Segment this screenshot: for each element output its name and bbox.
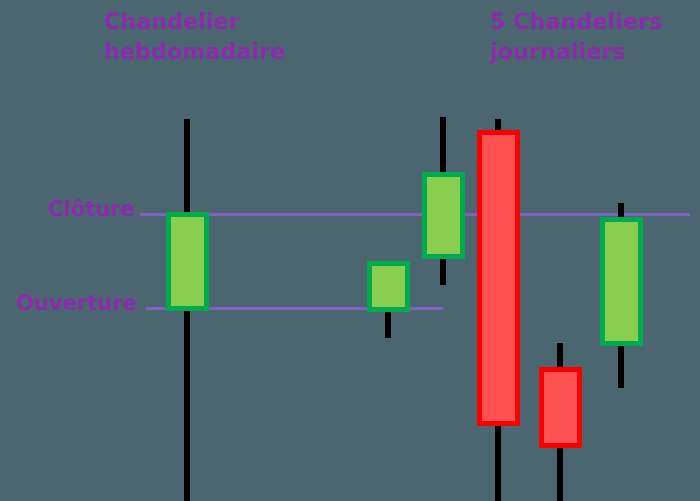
candle-body-day-4	[539, 367, 582, 448]
close-label: Clôture	[48, 197, 135, 221]
candle-body-day-1	[367, 261, 410, 312]
candle-body-weekly	[166, 212, 209, 311]
open-label: Ouverture	[16, 291, 137, 315]
candle-body-day-2	[422, 172, 465, 259]
weekly-title: Chandelier hebdomadaire	[104, 10, 286, 65]
close-level-line	[140, 213, 690, 216]
daily-title: 5 Chandeliers journaliers	[490, 10, 663, 65]
candle-body-day-3	[477, 130, 520, 426]
open-level-line	[146, 307, 443, 310]
candle-body-day-5	[600, 217, 643, 346]
